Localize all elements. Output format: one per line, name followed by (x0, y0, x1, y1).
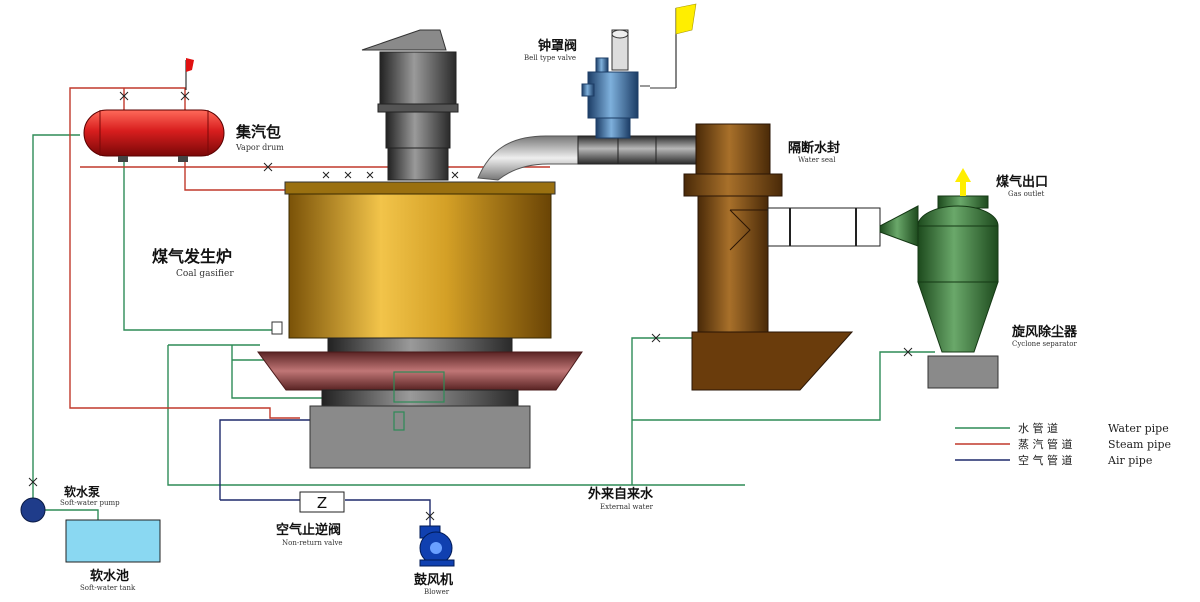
soft-water-pump-label-en: Soft-water pump (60, 499, 120, 507)
external-water-label-en: External water (600, 503, 654, 511)
blower (419, 525, 455, 567)
air-pipes (219, 419, 431, 528)
water-seal-label-en: Water seal (798, 156, 836, 164)
gasifier-hood (257, 337, 583, 469)
steam-pipes (69, 87, 550, 419)
cyclone-label-zh: 旋风除尘器 (1011, 324, 1078, 340)
non-return-valve-label-en: Non-return valve (282, 539, 343, 547)
gasifier-stack (361, 29, 459, 181)
non-return-valve: Z (299, 491, 345, 513)
legend-water-en: Water pipe (1108, 422, 1169, 435)
gasifier-body (271, 181, 556, 339)
valve-marks (28, 91, 913, 521)
soft-water-pump (20, 497, 46, 523)
legend-water-zh: 水 管 道 (1018, 421, 1058, 435)
red-flag-icon (185, 58, 194, 90)
soft-water-tank-label-en: Soft-water tank (80, 584, 136, 592)
blower-label-en: Blower (424, 588, 450, 596)
legend: 水 管 道 Water pipe 蒸 汽 管 道 Steam pipe 空 气 … (955, 421, 1171, 467)
gas-duct (477, 135, 697, 181)
yellow-flag-icon (650, 3, 697, 89)
vapor-drum-label-zh: 集汽包 (235, 123, 281, 141)
cyclone-label-en: Cyclone separator (1012, 340, 1077, 348)
soft-water-pump-label-zh: 软水泵 (64, 484, 100, 499)
bell-valve-label-zh: 钟罩阀 (538, 38, 577, 54)
blower-label-zh: 鼓风机 (414, 572, 453, 588)
bell-type-valve (581, 29, 650, 139)
legend-steam-zh: 蒸 汽 管 道 (1018, 437, 1073, 451)
legend-steam-en: Steam pipe (1108, 438, 1171, 451)
gas-outlet-label-en: Gas outlet (1008, 190, 1044, 198)
labels: 钟罩阀 Bell type valve 集汽包 Vapor drum 隔断水封 … (60, 38, 1078, 596)
vapor-drum (83, 109, 225, 162)
cyclone-separator (879, 195, 999, 389)
bell-valve-label-en: Bell type valve (524, 54, 576, 62)
legend-air-en: Air pipe (1107, 454, 1152, 467)
coal-gasifier-label-zh: 煤气发生炉 (152, 247, 232, 266)
gas-outlet-arrow-icon (955, 168, 971, 196)
non-return-valve-symbol: Z (317, 494, 327, 512)
water-seal (683, 123, 854, 391)
legend-air-zh: 空 气 管 道 (1018, 453, 1073, 467)
soft-water-tank (65, 519, 161, 563)
gas-outlet-label-zh: 煤气出口 (996, 174, 1048, 190)
coal-gasifier-label-en: Coal gasifier (176, 269, 234, 279)
external-water-label-zh: 外来自来水 (587, 486, 654, 502)
non-return-valve-label-zh: 空气止逆阀 (276, 522, 341, 538)
soft-water-tank-label-zh: 软水池 (90, 568, 129, 584)
seal-to-cyclone-duct (767, 207, 881, 247)
water-seal-label-zh: 隔断水封 (788, 140, 840, 156)
vapor-drum-label-en: Vapor drum (235, 143, 284, 152)
